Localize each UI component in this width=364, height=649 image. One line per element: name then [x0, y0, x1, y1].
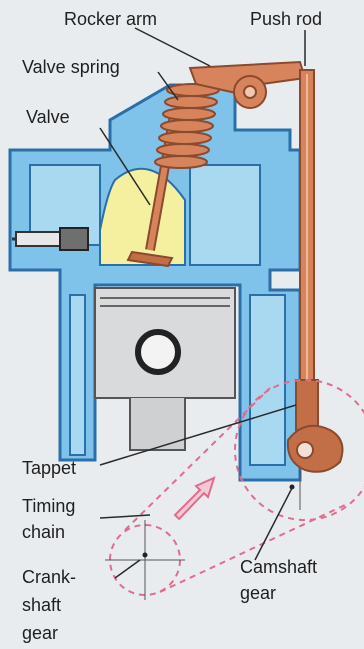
- label-timing-chain-line2: chain: [22, 521, 65, 543]
- chain-direction-arrow: [175, 478, 214, 519]
- label-camshaft-gear-line2: gear: [240, 582, 276, 604]
- camshaft-lobe: [288, 426, 343, 472]
- label-valve: Valve: [26, 106, 70, 128]
- label-camshaft-gear-line1: Camshaft: [240, 556, 317, 578]
- label-push-rod: Push rod: [250, 8, 322, 30]
- piston: [95, 288, 235, 450]
- crankshaft-center-dot: [143, 553, 148, 558]
- spark-plug: [12, 228, 88, 250]
- label-crankshaft-gear-line3: gear: [22, 622, 58, 644]
- label-rocker-arm: Rocker arm: [64, 8, 157, 30]
- tappet: [296, 380, 318, 430]
- label-crankshaft-gear-line1: Crank-: [22, 566, 76, 588]
- label-valve-spring: Valve spring: [22, 56, 120, 78]
- push-rod: [300, 70, 314, 400]
- timing-chain-lower: [160, 505, 345, 592]
- label-timing-chain-line1: Timing: [22, 495, 75, 517]
- label-crankshaft-gear-line2: shaft: [22, 594, 61, 616]
- label-tappet: Tappet: [22, 457, 76, 479]
- combustion-chamber: [100, 169, 185, 265]
